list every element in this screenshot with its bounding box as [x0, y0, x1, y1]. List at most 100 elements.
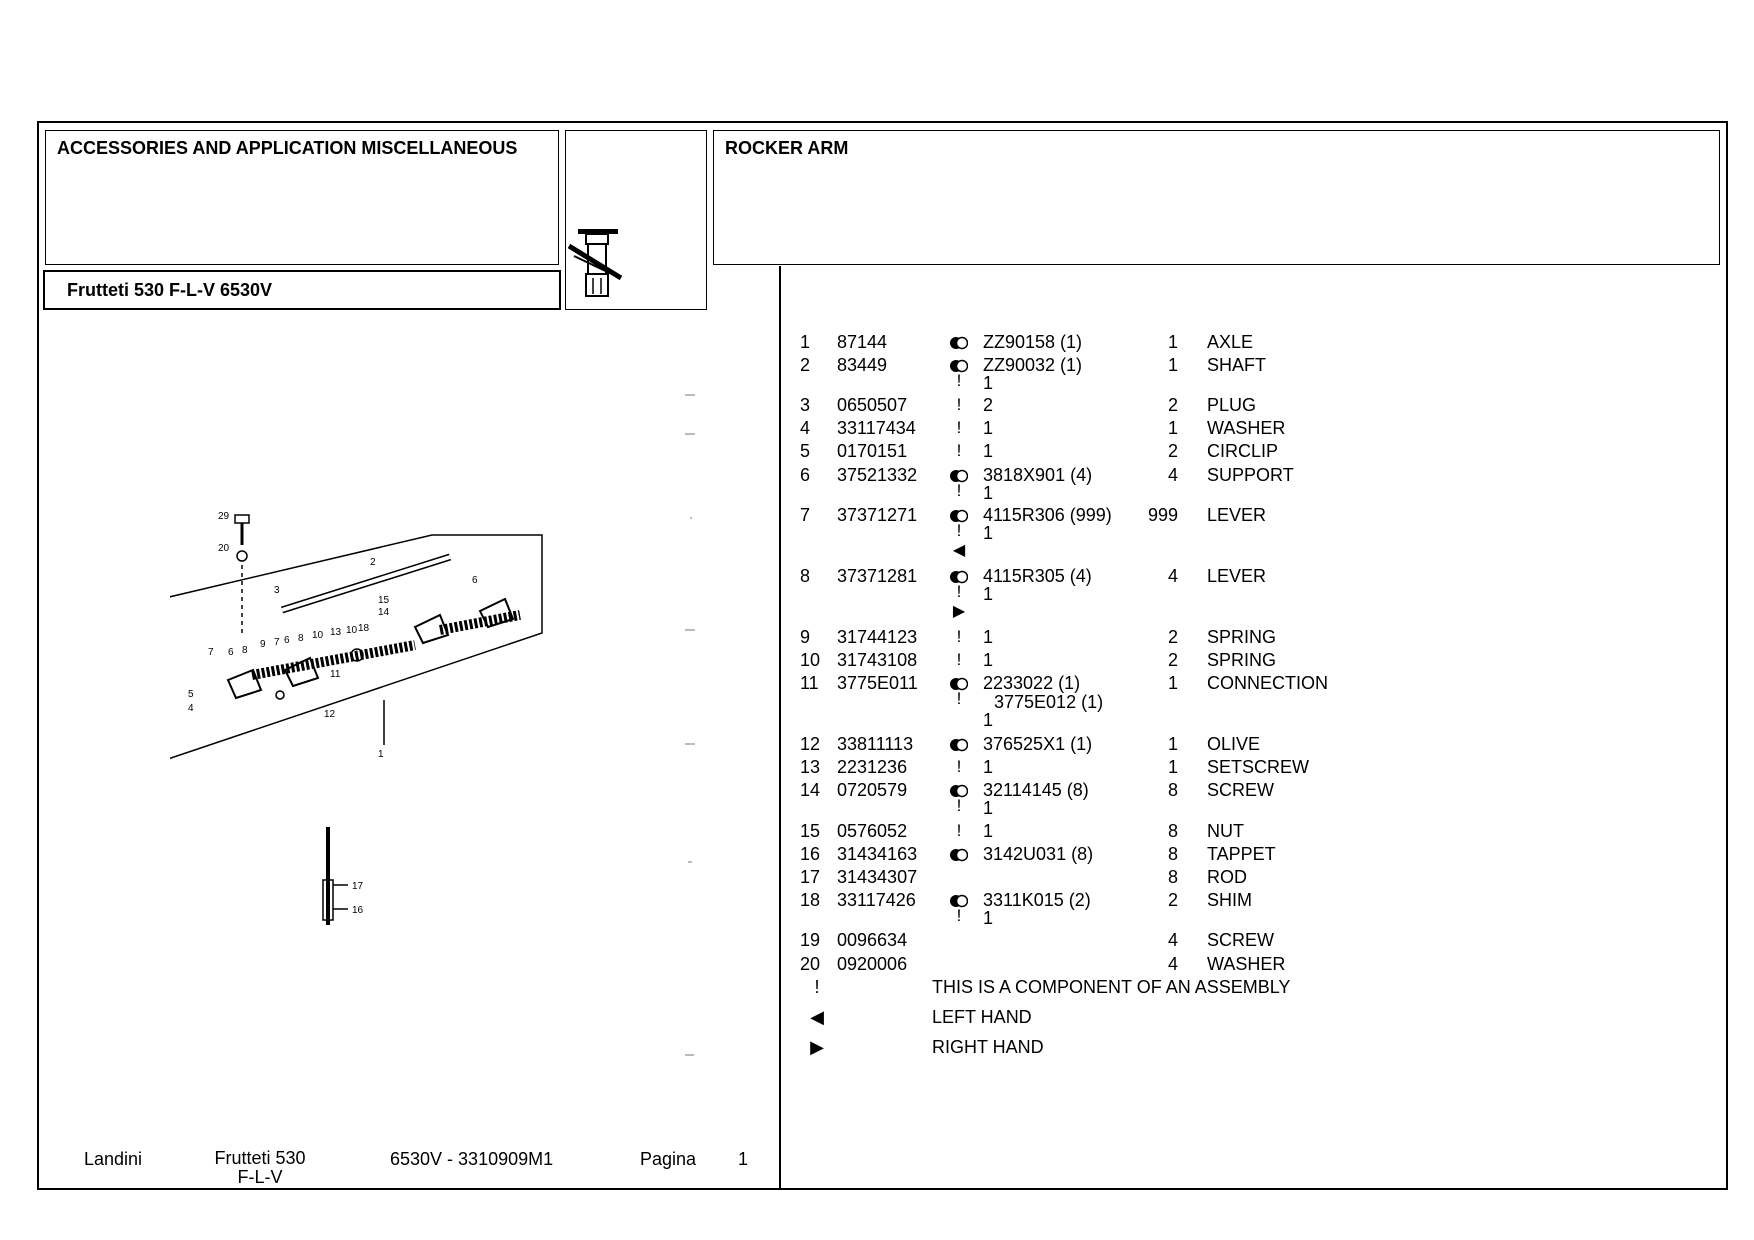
component-mark: ! — [956, 906, 962, 925]
part-desc: TAPPET — [1207, 844, 1276, 864]
svg-text:15: 15 — [378, 595, 390, 606]
part-qty: 1 — [1167, 673, 1178, 693]
part-number: 7 — [800, 505, 811, 525]
part-desc: ROD — [1207, 867, 1247, 887]
part-ref: 33811113 — [837, 734, 914, 754]
part-number: 16 — [800, 844, 821, 864]
part-xref: 1 — [983, 418, 994, 438]
component-mark: ! — [956, 481, 962, 500]
part-qty: 1 — [1167, 734, 1178, 754]
part-ref: 83449 — [837, 355, 888, 375]
assembly-dot-icon — [948, 890, 970, 911]
part-ref: 0720579 — [837, 780, 908, 800]
part-subqty: 1 — [983, 798, 994, 818]
part-qty: 8 — [1167, 821, 1178, 841]
column-divider — [779, 266, 781, 1190]
part-xref: 2233022 (1) — [983, 673, 1081, 693]
part-number: 18 — [800, 890, 821, 910]
right-hand-icon: ▶ — [952, 603, 966, 620]
part-xref: 1 — [983, 821, 994, 841]
part-qty: 4 — [1167, 465, 1178, 485]
part-number: 1 — [800, 332, 811, 352]
assembly-dot-icon — [948, 844, 970, 865]
svg-text:1: 1 — [378, 749, 384, 760]
group-title: ROCKER ARM — [725, 138, 849, 158]
part-qty: 2 — [1167, 627, 1178, 647]
part-xref: 3818X901 (4) — [983, 465, 1093, 485]
assembly-dot-icon — [948, 673, 970, 694]
svg-text:20: 20 — [218, 543, 230, 554]
part-subqty: 1 — [983, 523, 994, 543]
part-number: 8 — [800, 566, 811, 586]
svg-text:9: 9 — [260, 639, 266, 650]
footer-code: 6530V - 3310909M1 — [390, 1149, 554, 1169]
part-xref: 2 — [983, 395, 994, 415]
part-qty: 1 — [1167, 418, 1178, 438]
part-desc: WASHER — [1207, 954, 1286, 974]
part-ref: 0096634 — [837, 930, 908, 950]
component-mark: ! — [956, 796, 962, 815]
part-xref: 4115R305 (4) — [983, 566, 1092, 586]
part-xref: 3142U031 (8) — [983, 844, 1094, 864]
part-ref: 31434163 — [837, 844, 918, 864]
part-ref: 0920006 — [837, 954, 908, 974]
part-xref: ZZ90158 (1) — [983, 332, 1083, 352]
part-qty: 2 — [1167, 441, 1178, 461]
part-desc: CIRCLIP — [1207, 441, 1279, 461]
footer-model: Frutteti 530 F-L-V — [214, 1148, 306, 1187]
part-desc: SPRING — [1207, 650, 1277, 670]
part-xref: 1 — [983, 757, 994, 777]
assembly-dot-icon — [948, 734, 970, 755]
component-mark: ! — [956, 441, 962, 460]
part-number: 13 — [800, 757, 821, 777]
part-ref: 87144 — [837, 332, 888, 352]
svg-text:4: 4 — [188, 703, 194, 714]
part-desc: SETSCREW — [1207, 757, 1310, 777]
part-ref: 0170151 — [837, 441, 908, 461]
section-title-box — [45, 130, 559, 265]
svg-text:14: 14 — [378, 607, 390, 618]
part-qty: 1 — [1167, 355, 1178, 375]
part-ref: 31743108 — [837, 650, 918, 670]
part-number: 14 — [800, 780, 821, 800]
svg-text:8: 8 — [298, 633, 304, 644]
part-number: 5 — [800, 441, 811, 461]
group-title-box — [713, 130, 1720, 265]
component-mark: ! — [956, 757, 962, 776]
svg-text:7: 7 — [208, 647, 214, 658]
model-title-box — [43, 270, 561, 310]
component-mark: ! — [956, 395, 962, 414]
part-subref: 3775E012 (1) — [994, 692, 1104, 712]
svg-text:12: 12 — [324, 709, 336, 720]
part-desc: SCREW — [1207, 780, 1274, 800]
assembly-dot-icon — [948, 780, 970, 801]
part-subqty: 1 — [983, 373, 994, 393]
legend-text: THIS IS A COMPONENT OF AN ASSEMBLY — [932, 977, 1291, 997]
svg-text:17: 17 — [352, 881, 364, 892]
part-xref: 1 — [983, 441, 994, 461]
part-xref: 1 — [983, 650, 994, 670]
assembly-dot-icon — [948, 505, 970, 526]
part-subqty: 1 — [983, 584, 994, 604]
part-xref: 4115R306 (999) — [983, 505, 1112, 525]
svg-text:2: 2 — [370, 557, 376, 568]
part-xref: 3311K015 (2) — [983, 890, 1091, 910]
component-mark: ! — [956, 521, 962, 540]
part-desc: SHIM — [1207, 890, 1252, 910]
part-qty: 1 — [1167, 332, 1178, 352]
svg-text:6: 6 — [228, 647, 234, 658]
component-mark: ! — [814, 977, 820, 997]
part-qty: 2 — [1167, 890, 1178, 910]
part-ref: 31744123 — [837, 627, 918, 647]
svg-text:13: 13 — [330, 627, 342, 638]
part-desc: LEVER — [1207, 505, 1267, 525]
part-number: 15 — [800, 821, 821, 841]
part-qty: 8 — [1167, 780, 1178, 800]
part-ref: 37521332 — [837, 465, 918, 485]
part-xref: 32114145 (8) — [983, 780, 1089, 800]
part-desc: SPRING — [1207, 627, 1277, 647]
part-number: 20 — [800, 954, 821, 974]
part-number: 9 — [800, 627, 811, 647]
svg-text:29: 29 — [218, 511, 230, 522]
legend-text: LEFT HAND — [932, 1007, 1032, 1027]
